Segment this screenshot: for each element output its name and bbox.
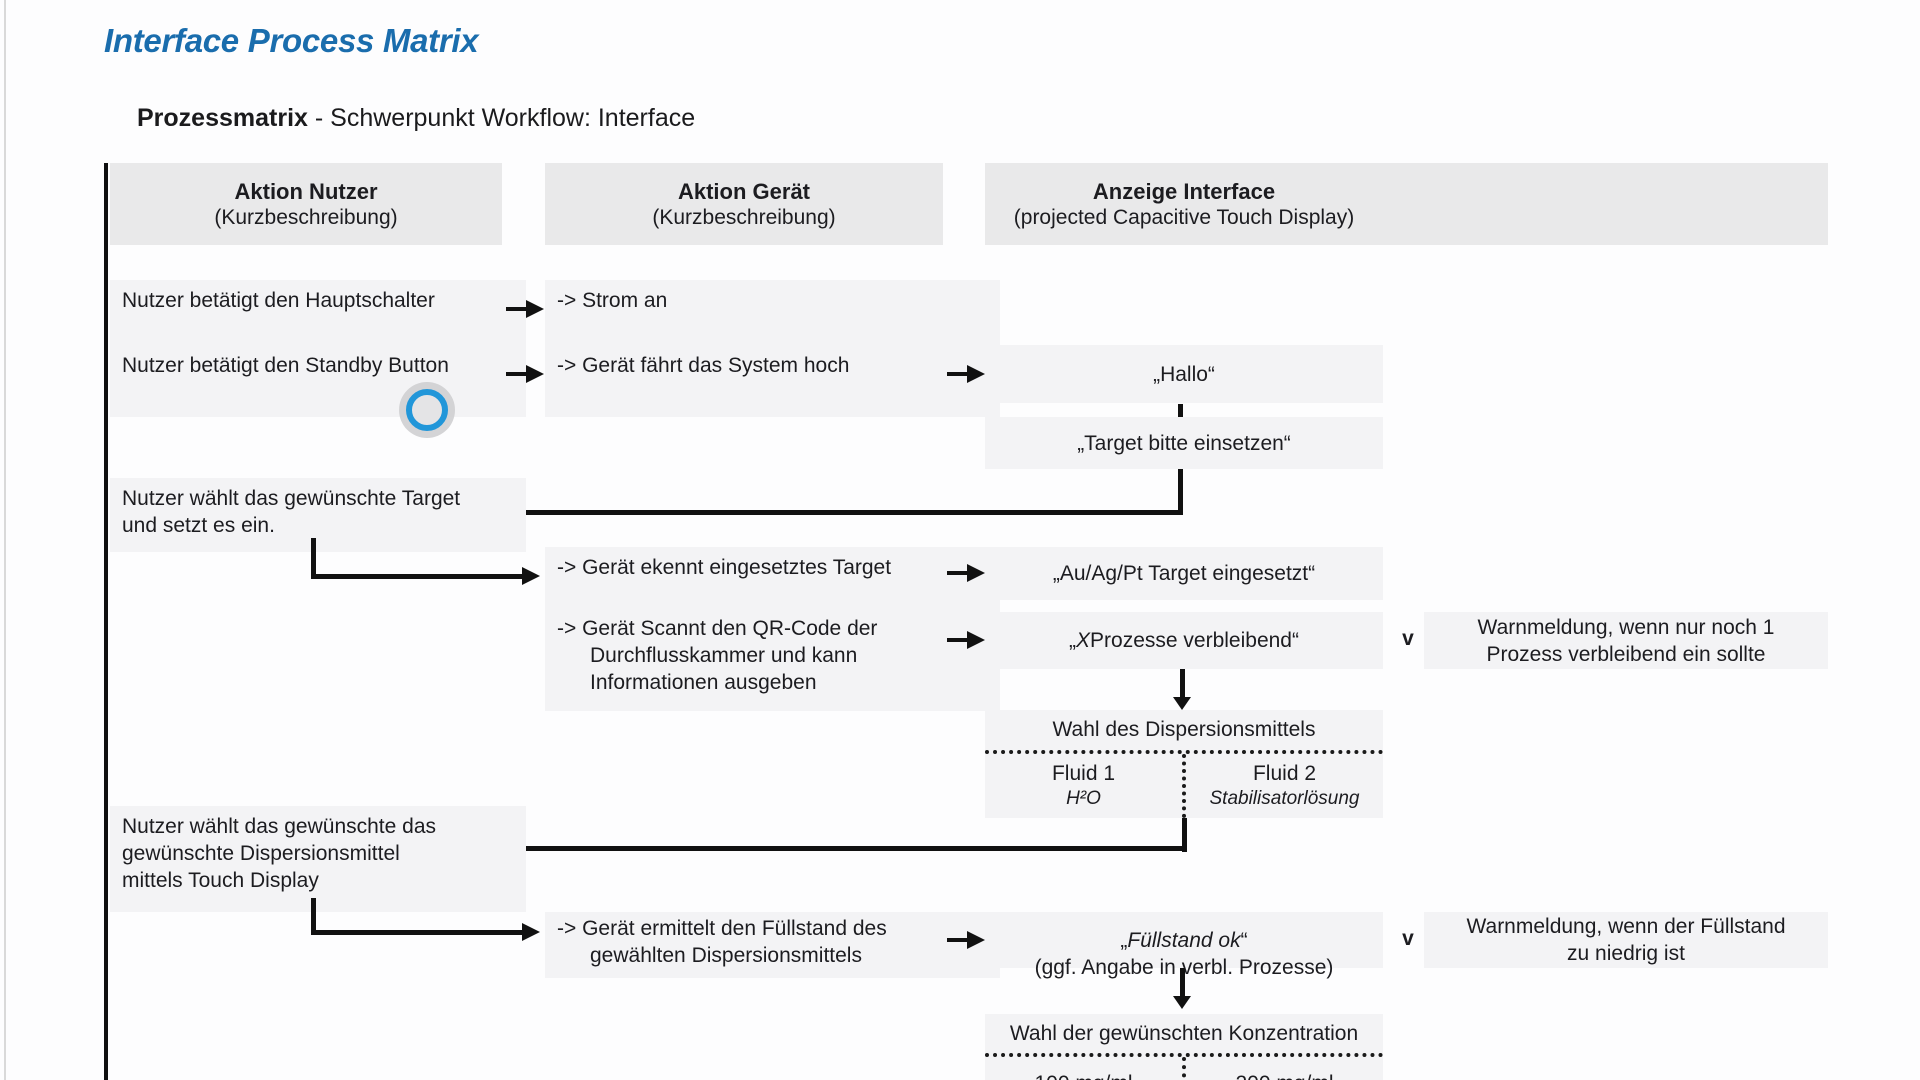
connector-elbow-line bbox=[1178, 469, 1183, 515]
arrow-right-head-icon bbox=[522, 567, 540, 585]
fluid2-name: Fluid 2 bbox=[1252, 762, 1317, 785]
dispersion-option-fluid1[interactable]: Fluid 1 H²O bbox=[985, 754, 1186, 818]
device-action-scan-qr: -> Gerät Scannt den QR-Code der Durchflu… bbox=[545, 610, 1000, 711]
concentration-option-200[interactable]: 200 mg/ml bbox=[1186, 1057, 1383, 1080]
fluid1-sub: H²O bbox=[1066, 788, 1101, 809]
warning-low-processes: Warnmeldung, wenn nur noch 1 Prozess ver… bbox=[1424, 612, 1828, 669]
dispersion-option-fluid2[interactable]: Fluid 2 Stabilisatorlösung bbox=[1186, 754, 1383, 818]
arrow-right-icon bbox=[947, 938, 969, 942]
device-action-recognize-target: -> Gerät ekennt eingesetztes Target bbox=[545, 547, 1000, 614]
arrow-right-head-icon bbox=[526, 365, 544, 383]
arrow-right-icon bbox=[947, 571, 969, 575]
column-header-device-title: Aktion Gerät bbox=[677, 178, 811, 204]
column-header-device-sub: (Kurzbeschreibung) bbox=[652, 205, 836, 229]
fluid2-sub: Stabilisatorlösung bbox=[1209, 788, 1360, 809]
table-left-border bbox=[104, 163, 108, 1080]
column-header-interface-title: Anzeige Interface bbox=[1092, 178, 1276, 204]
device-action-fill-level: -> Gerät ermittelt den Füllstand des gew… bbox=[545, 912, 1000, 978]
column-header-user: Aktion Nutzer (Kurzbeschreibung) bbox=[110, 163, 502, 245]
column-header-interface-sub: (projected Capacitive Touch Display) bbox=[1013, 205, 1355, 229]
arrow-right-head-icon bbox=[522, 923, 540, 941]
dispersion-choice-title: Wahl des Dispersionsmittels bbox=[985, 710, 1383, 754]
touch-indicator-icon bbox=[399, 382, 455, 438]
connector-elbow-line bbox=[1182, 818, 1187, 852]
user-action-main-switch: Nutzer betätigt den Hauptschalter bbox=[110, 280, 526, 352]
user-action-standby: Nutzer betätigt den Standby Button bbox=[110, 345, 526, 417]
device-action-power-on: -> Strom an bbox=[545, 280, 1000, 352]
warning-low-fill: Warnmeldung, wenn der Füllstand zu niedr… bbox=[1424, 912, 1828, 968]
page-title: Interface Process Matrix bbox=[104, 22, 479, 59]
arrow-right-icon bbox=[506, 372, 528, 376]
quote-close: “ bbox=[1240, 928, 1248, 952]
subtitle-rest: - Schwerpunkt Workflow: Interface bbox=[307, 104, 696, 132]
arrow-down-head-icon bbox=[1173, 697, 1191, 710]
concentration-choice-title: Wahl der gewünschten Konzentration bbox=[985, 1014, 1383, 1057]
arrow-right-head-icon bbox=[526, 300, 544, 318]
fill-ok-note: (ggf. Angabe in verbl. Prozesse) bbox=[1034, 955, 1334, 979]
quote-open: „ bbox=[1069, 629, 1077, 652]
processes-remaining-text: Prozesse verbleibend“ bbox=[1090, 629, 1299, 652]
interface-message-fill-ok: „Füllstand ok“ (ggf. Angabe in verbl. Pr… bbox=[985, 912, 1383, 979]
connector-elbow-line bbox=[311, 574, 524, 579]
interface-dispersion-choice: Wahl des Dispersionsmittels Fluid 1 H²O … bbox=[985, 710, 1383, 818]
column-header-user-sub: (Kurzbeschreibung) bbox=[214, 205, 398, 229]
arrow-right-head-icon bbox=[967, 931, 985, 949]
connector-elbow-line bbox=[520, 846, 1187, 851]
arrow-right-head-icon bbox=[967, 631, 985, 649]
interface-message-insert-target: „Target bitte einsetzen“ bbox=[985, 417, 1383, 469]
arrow-right-head-icon bbox=[967, 365, 985, 383]
column-header-device: Aktion Gerät (Kurzbeschreibung) bbox=[545, 163, 943, 245]
interface-concentration-choice: Wahl der gewünschten Konzentration 100 m… bbox=[985, 1014, 1383, 1080]
warning-marker: v bbox=[1402, 927, 1414, 950]
fluid1-name: Fluid 1 bbox=[1051, 762, 1116, 785]
arrow-down-icon bbox=[1180, 669, 1185, 699]
arrow-down-icon bbox=[1180, 968, 1185, 998]
processes-remaining-x: X bbox=[1076, 629, 1091, 652]
connector-line bbox=[1178, 404, 1183, 417]
arrow-right-head-icon bbox=[967, 564, 985, 582]
connector-elbow-line bbox=[520, 510, 1183, 515]
arrow-down-head-icon bbox=[1173, 996, 1191, 1009]
quote-open: „ bbox=[1120, 928, 1128, 952]
arrow-right-icon bbox=[506, 307, 528, 311]
warning-marker: v bbox=[1402, 627, 1414, 650]
column-header-interface: Anzeige Interface (projected Capacitive … bbox=[985, 163, 1828, 245]
device-action-boot: -> Gerät fährt das System hoch bbox=[545, 345, 1000, 417]
page-edge-line bbox=[4, 0, 6, 1080]
touch-indicator-ring-icon bbox=[406, 389, 448, 431]
interface-message-processes-remaining: „X Prozesse verbleibend“ bbox=[985, 612, 1383, 669]
interface-message-hello: „Hallo“ bbox=[985, 345, 1383, 403]
interface-message-target-inserted: „Au/Ag/Pt Target eingesetzt“ bbox=[985, 547, 1383, 600]
user-action-select-dispersion: Nutzer wählt das gewünschte das gewünsch… bbox=[110, 806, 526, 912]
concentration-option-100[interactable]: 100 mg/ml bbox=[985, 1057, 1186, 1080]
user-action-select-target: Nutzer wählt das gewünschte Target und s… bbox=[110, 478, 526, 552]
arrow-right-icon bbox=[947, 372, 969, 376]
column-header-user-title: Aktion Nutzer bbox=[234, 178, 378, 204]
fill-ok-text: Füllstand ok bbox=[1127, 928, 1241, 952]
connector-elbow-line bbox=[311, 898, 316, 935]
subtitle-bold: Prozessmatrix bbox=[137, 104, 308, 132]
arrow-right-icon bbox=[947, 638, 969, 642]
connector-elbow-line bbox=[311, 930, 524, 935]
connector-elbow-line bbox=[311, 538, 316, 579]
slide-subtitle: Prozessmatrix - Schwerpunkt Workflow: In… bbox=[137, 104, 695, 133]
